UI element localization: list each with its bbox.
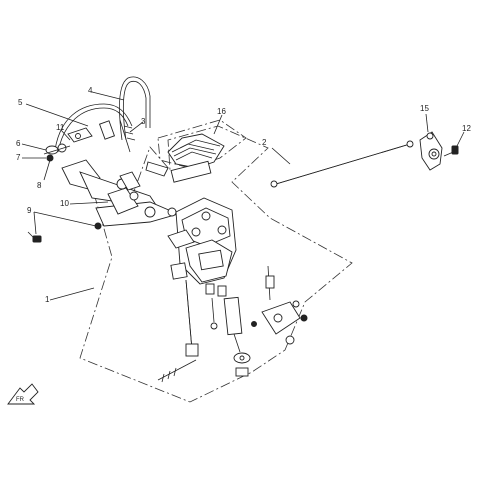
assembly-boundary-outline bbox=[79, 125, 353, 403]
callout-6: 6 bbox=[16, 139, 21, 148]
bolt-part-3 bbox=[119, 119, 136, 153]
callout-9: 9 bbox=[27, 206, 32, 215]
callout-12: 12 bbox=[462, 124, 471, 133]
gear-boot-part-16 bbox=[167, 133, 225, 183]
shift-rod-lower bbox=[157, 262, 199, 383]
bracket-part-11 bbox=[67, 127, 93, 143]
front-arrow-icon: FR bbox=[7, 383, 39, 405]
callout-labels: 4 5 3 11 6 7 8 9 10 1 16 2 15 12 bbox=[16, 86, 471, 304]
callout-2: 2 bbox=[262, 138, 267, 147]
callout-3: 3 bbox=[141, 117, 146, 126]
leader-lines bbox=[21, 91, 465, 301]
bolt-part-12 bbox=[443, 145, 459, 157]
callout-15: 15 bbox=[420, 104, 429, 113]
callout-8: 8 bbox=[37, 181, 42, 190]
callout-7: 7 bbox=[16, 153, 21, 162]
orientation-label: FR bbox=[16, 397, 25, 403]
callout-16: 16 bbox=[217, 107, 226, 116]
long-rod-part-2 bbox=[270, 140, 414, 188]
callout-1: 1 bbox=[45, 295, 50, 304]
handle-loop-cable bbox=[54, 76, 151, 153]
linkage-arm-assembly bbox=[61, 159, 189, 227]
callout-11: 11 bbox=[56, 123, 65, 132]
gear-housing bbox=[167, 197, 237, 297]
boot-boundary-outline bbox=[157, 119, 247, 169]
callout-5: 5 bbox=[18, 98, 23, 107]
bolts-part-9 bbox=[27, 222, 102, 243]
callout-4: 4 bbox=[88, 86, 93, 95]
detent-assembly bbox=[210, 265, 308, 377]
fitting-parts-6-7-8 bbox=[43, 143, 71, 162]
clevis-part-15 bbox=[419, 131, 443, 171]
callout-10: 10 bbox=[60, 199, 69, 208]
